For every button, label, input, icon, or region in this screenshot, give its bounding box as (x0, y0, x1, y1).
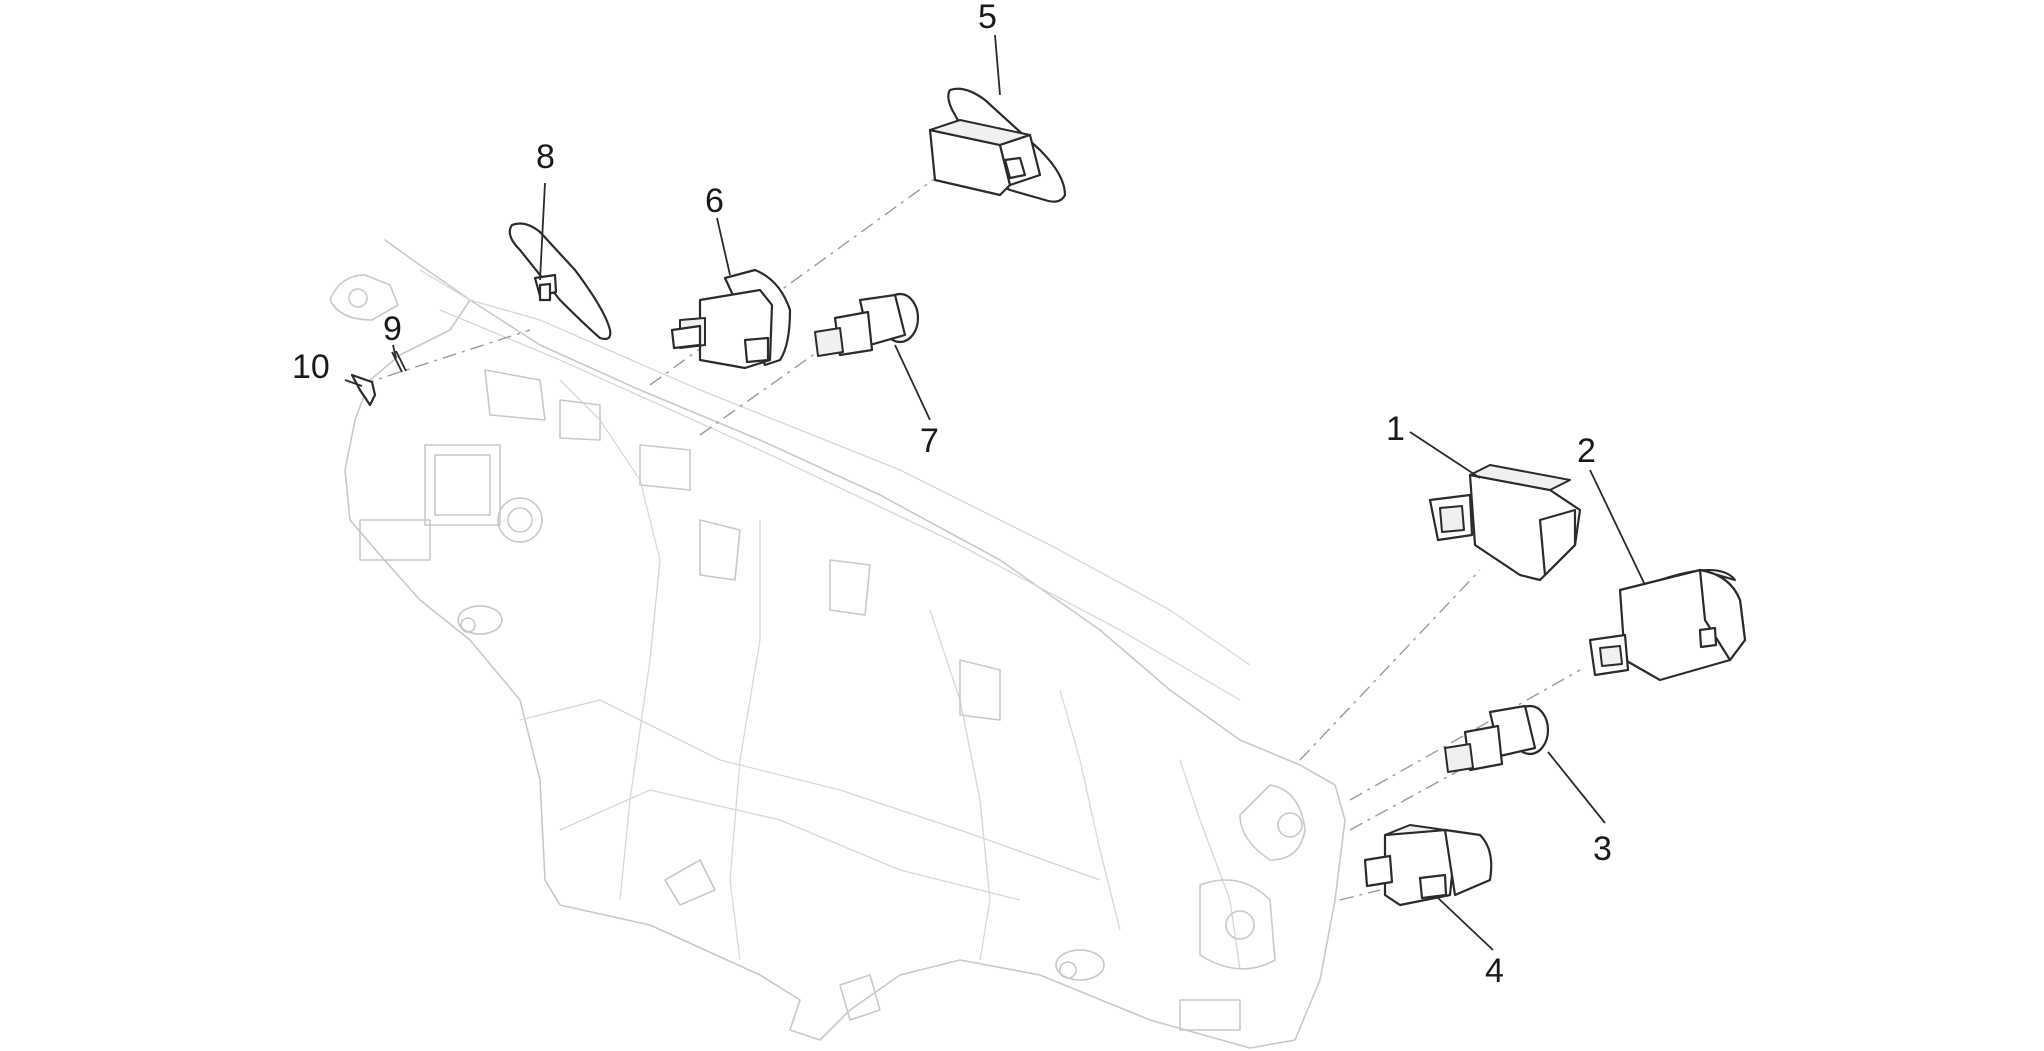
part-7-push-button (814, 292, 920, 357)
callout-1: 1 (1386, 410, 1405, 448)
callout-3: 3 (1593, 830, 1612, 868)
part-4-switch (1363, 824, 1493, 907)
leader-lines (344, 34, 1646, 951)
callout-5: 5 (978, 0, 997, 36)
part-1-switch (1428, 464, 1582, 582)
callout-8: 8 (536, 138, 555, 176)
callout-9: 9 (383, 310, 402, 348)
callout-6: 6 (705, 182, 724, 220)
part-10-clip (350, 373, 377, 407)
callout-2: 2 (1577, 432, 1596, 470)
callout-10: 10 (292, 348, 330, 386)
part-8-lens (508, 222, 612, 341)
callout-4: 4 (1485, 952, 1504, 990)
part-2-switch (1588, 568, 1747, 682)
alignment-lines (359, 174, 1581, 901)
part-5-switch-housing (928, 87, 1067, 203)
handlebar-cover (329, 239, 1346, 1049)
part-9-pin (391, 350, 407, 373)
part-3-push-button (1444, 704, 1550, 773)
callout-labels: 5 8 6 9 10 7 1 2 3 4 (292, 0, 1612, 990)
part-6-switch (670, 268, 792, 370)
callout-7: 7 (920, 422, 939, 460)
